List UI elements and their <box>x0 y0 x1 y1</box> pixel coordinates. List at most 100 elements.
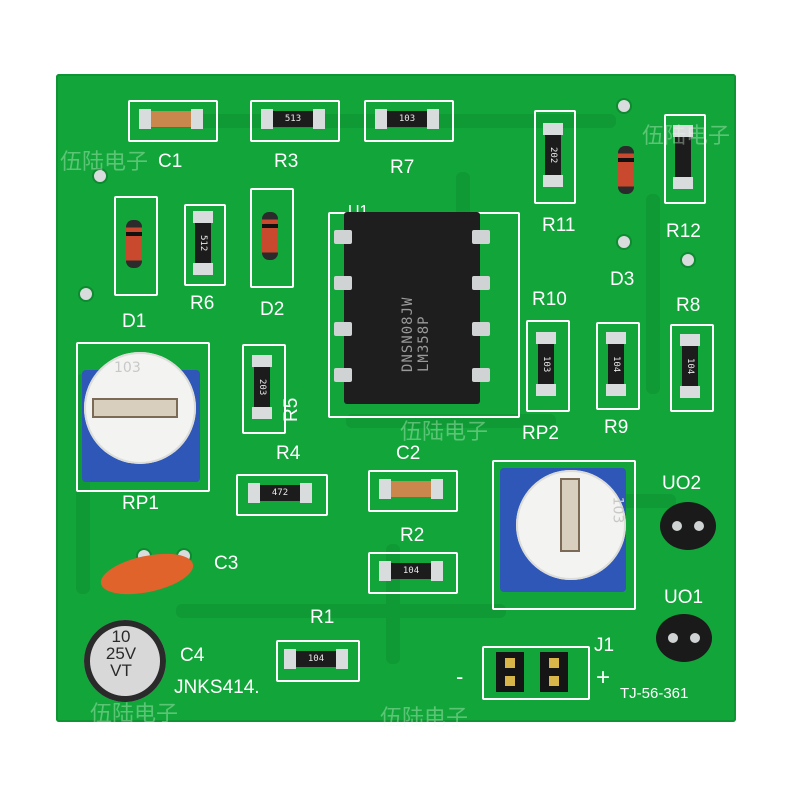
r11-outline <box>534 110 576 204</box>
watermark: 伍陆电子 <box>400 419 489 444</box>
r8-code: 104 <box>682 346 698 386</box>
c4-capacitance: 10 <box>111 627 131 646</box>
sensor-lead <box>690 633 700 643</box>
label-r9: R9 <box>604 417 629 438</box>
watermark: 伍陆电子 <box>60 149 149 174</box>
capacitor-c4 <box>84 620 166 702</box>
header-pin-minus[interactable] <box>496 652 524 692</box>
rp2-code: 103 <box>609 496 626 524</box>
label-rp1: RP1 <box>122 493 159 514</box>
header-pin-plus[interactable] <box>540 652 568 692</box>
rp2-outline <box>492 460 636 610</box>
label-d2: D2 <box>260 299 285 320</box>
r6-outline <box>184 204 226 286</box>
r10-outline <box>526 320 570 412</box>
label-r2: R2 <box>400 525 425 546</box>
resistor-r2: 104 <box>379 561 443 581</box>
r10-code: 103 <box>538 344 554 384</box>
sensor-lead <box>694 521 704 531</box>
r2-outline <box>368 552 458 594</box>
diode-d3 <box>618 146 634 194</box>
sensor-lead <box>672 521 682 531</box>
rp1-slot <box>92 398 178 418</box>
resistor-r7: 103 <box>375 109 439 129</box>
sensor-uo1[interactable] <box>656 614 712 662</box>
resistor-r6: 512 <box>193 211 213 275</box>
c2-outline <box>368 470 458 512</box>
r9-outline <box>596 322 640 410</box>
chip-pin <box>334 276 352 290</box>
resistor-r8: 104 <box>680 334 700 398</box>
r1-outline <box>276 640 360 682</box>
diode-d2 <box>262 212 278 260</box>
c4-series: VT <box>110 661 132 680</box>
board-name: JNKS414. <box>174 677 260 698</box>
pcb-board: C1 513 R3 103 R7 202 R11 D3 R12 D1 512 R… <box>56 74 736 722</box>
label-c4: C4 <box>180 645 205 666</box>
r9-code: 104 <box>608 344 624 384</box>
trace <box>176 604 506 618</box>
label-r4: R4 <box>276 443 301 464</box>
label-r5: R5 <box>281 397 302 422</box>
label-uo1: UO1 <box>664 587 704 608</box>
capacitor-c2 <box>379 479 443 499</box>
r3-outline <box>250 100 340 142</box>
label-r10: R10 <box>532 289 567 310</box>
chip-pin <box>472 276 490 290</box>
resistor-r4: 472 <box>248 483 312 503</box>
chip-pin <box>472 322 490 336</box>
d1-outline <box>114 196 158 296</box>
sensor-uo2[interactable] <box>660 502 716 550</box>
capacitor-c3 <box>97 546 197 602</box>
chip-marking: DNSN08JW LM358P <box>400 296 432 372</box>
label-r11: R11 <box>542 215 576 236</box>
resistor-r5: 203 <box>252 355 272 419</box>
resistor-r3: 513 <box>261 109 325 129</box>
r4-outline <box>236 474 328 516</box>
label-plus: + <box>596 664 611 691</box>
rp1-outline <box>76 342 210 492</box>
rp2-slot <box>560 478 580 552</box>
label-r12: R12 <box>666 221 701 242</box>
r2-code: 104 <box>391 563 431 579</box>
chip-pin <box>334 368 352 382</box>
label-uo2: UO2 <box>662 473 702 494</box>
r5-outline <box>242 344 286 434</box>
d3-lead-hole <box>616 98 632 114</box>
trace <box>646 194 660 394</box>
chip-pin <box>472 368 490 382</box>
resistor-r1: 104 <box>284 649 348 669</box>
label-r6: R6 <box>190 293 215 314</box>
j1-outline <box>482 646 590 700</box>
resistor-r12 <box>673 125 693 189</box>
r3-code: 513 <box>273 111 313 127</box>
d3-lead-hole <box>616 234 632 250</box>
resistor-r10: 103 <box>536 332 556 396</box>
capacitor-c1 <box>139 109 203 129</box>
r11-code: 202 <box>545 135 561 175</box>
chip-u1: DNSN08JW LM358P <box>334 212 490 404</box>
label-d3: D3 <box>610 269 635 290</box>
label-minus: - <box>456 664 464 689</box>
watermark: 伍陆电子 <box>380 705 469 730</box>
r8-outline <box>670 324 714 412</box>
label-r1: R1 <box>310 607 335 628</box>
r7-outline <box>364 100 454 142</box>
r4-code: 472 <box>260 485 300 501</box>
rp1-code: 103 <box>114 360 141 376</box>
resistor-r11: 202 <box>543 123 563 187</box>
label-j1: J1 <box>594 635 615 656</box>
chip-pin <box>472 230 490 244</box>
c4-voltage: 25V <box>105 644 137 663</box>
board-code: TJ-56-361 <box>620 685 689 702</box>
diode-d1 <box>126 220 142 268</box>
c4-marking: 10 25V VT <box>96 628 146 679</box>
watermark: 伍陆电子 <box>642 123 731 148</box>
label-c1: C1 <box>158 151 183 172</box>
r12-outline <box>664 114 706 204</box>
label-c3: C3 <box>214 553 239 574</box>
c1-outline <box>128 100 218 142</box>
label-d1: D1 <box>122 311 147 332</box>
label-r8: R8 <box>676 295 701 316</box>
d2-outline <box>250 188 294 288</box>
